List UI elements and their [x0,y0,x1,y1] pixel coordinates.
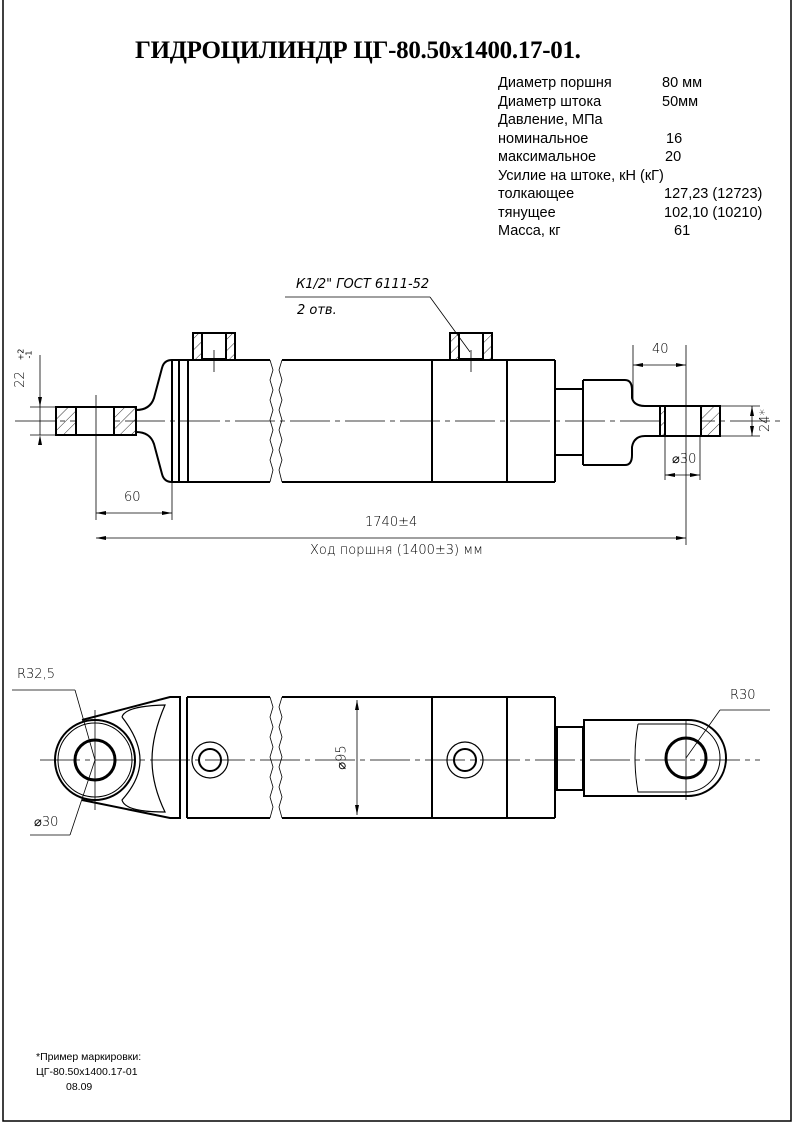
dim-left-radius: R32,5 [17,667,55,682]
spec-label: Масса, кг [498,223,561,239]
dim-eye-width: 22 [12,371,28,388]
spec-label: толкающее [498,186,575,202]
spec-value: 127,23 (12723) [664,186,763,202]
spec-value: 16 [666,130,683,147]
spec-value: 20 [665,149,682,165]
spec-label: Диаметр штока [498,93,602,110]
top-view-cylinder [40,696,760,819]
marking-date: 08.09 [66,1081,93,1093]
drawing-title: ГИДРОЦИЛИНДР ЦГ-80.50х1400.17-01. [135,37,581,64]
marking-label: *Пример маркировки: [36,1051,142,1063]
spec-label: Давление, МПа [498,112,603,128]
marking-code: ЦГ-80.50х1400.17-01 [36,1066,138,1078]
dim-right-radius: R30 [730,688,756,703]
spec-label: максимальное [498,149,597,165]
dim-left-bore: ⌀30 [34,815,59,830]
dim-body-diameter: ⌀95 [334,745,350,770]
dim-rod-bore: ⌀30 [672,452,697,467]
spec-value: 61 [674,223,691,239]
tol-lower: -1 [24,350,34,359]
dim-eye-offset: 60 [124,490,141,505]
dimension-arrows [38,363,754,815]
spec-value: 50мм [662,93,699,110]
side-view-cylinder [15,332,780,545]
spec-label: тянущее [498,204,556,221]
spec-label: Диаметр поршня [498,75,612,91]
side-view-dimensions [30,296,760,539]
port-count: 2 отв. [297,303,337,318]
dim-rod-eye: 40 [652,342,669,357]
spec-label: Усилие на штоке, кН (кГ) [498,167,664,184]
dim-total-length: 1740±4 [365,515,418,530]
dim-rod-eye-width: 24* [758,408,774,433]
spec-value: 102,10 (10210) [664,204,763,221]
spec-label: номинальное [498,130,589,147]
spec-value: 80 мм [662,75,703,91]
top-view-dimensions [12,689,770,836]
stroke-label: Ход поршня (1400±3) мм [310,543,483,558]
port-callout: К1/2" ГОСТ 6111-52 [296,277,430,292]
